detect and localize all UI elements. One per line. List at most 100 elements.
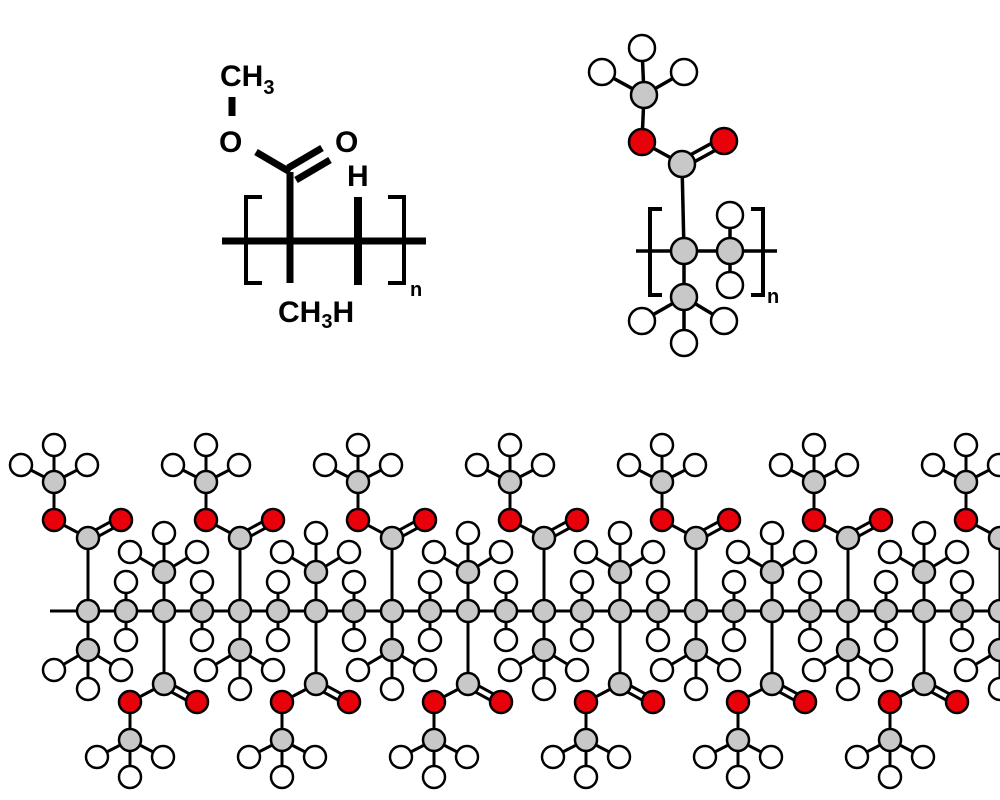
hydrogen-atom	[302, 744, 328, 770]
hydrogen-atom	[627, 306, 657, 336]
monomer-brackets	[648, 207, 765, 297]
hydrogen-atom	[645, 569, 671, 595]
carbon-atom	[497, 469, 523, 495]
hydrogen-atom	[184, 539, 210, 565]
carbon-atom	[455, 559, 481, 585]
hydrogen-atom	[834, 452, 860, 478]
hydrogen-atom	[986, 452, 1000, 478]
ball-and-stick-monomer: n	[587, 33, 779, 358]
carbon-atom	[151, 598, 177, 624]
hydrogen-atom	[683, 676, 709, 702]
monomer-repeat-subscript: n	[767, 286, 779, 308]
chain-atoms	[8, 432, 1000, 790]
hydrogen-atom	[41, 657, 67, 683]
hydrogen-atom	[573, 764, 599, 790]
carbonyl-double-bond-b	[294, 156, 332, 184]
skeletal-formula: CH3 O O H CH3H n	[219, 60, 426, 333]
hydrogen-atom	[944, 539, 970, 565]
hydrogen-atom	[759, 520, 785, 546]
hydrogen-atom	[721, 569, 747, 595]
hydrogen-atom	[797, 569, 823, 595]
hydrogen-atom	[669, 57, 699, 87]
oxygen-atom	[421, 689, 447, 715]
hydrogen-atom	[336, 539, 362, 565]
oxygen-atom	[792, 689, 818, 715]
monomer-atoms	[587, 33, 745, 358]
carbon-atom	[759, 598, 785, 624]
hydrogen-atom	[312, 452, 338, 478]
hydrogen-atom	[189, 569, 215, 595]
carbon-atom	[987, 637, 1000, 663]
hydrogen-atom	[417, 627, 443, 653]
hydrogen-atom	[379, 676, 405, 702]
carbon-atom	[683, 637, 709, 663]
hydrogen-atom	[949, 569, 975, 595]
hydrogen-atom	[84, 744, 110, 770]
bond	[680, 163, 686, 252]
hydrogen-atom	[606, 744, 632, 770]
hydrogen-atom	[920, 452, 946, 478]
hydrogen-atom	[616, 452, 642, 478]
carbon-atom	[721, 598, 747, 624]
oxygen-atom	[41, 507, 67, 533]
monomer-left-bracket	[648, 207, 662, 297]
hydrogen-atom	[488, 539, 514, 565]
monomer-right-bracket	[751, 207, 765, 297]
right-bracket	[388, 195, 406, 285]
oxygen-atom	[649, 507, 675, 533]
carbon-atom	[531, 525, 557, 551]
carbon-atom	[379, 637, 405, 663]
carbon-atom	[189, 598, 215, 624]
hydrogen-top-label: H	[347, 160, 369, 193]
hydrogen-atom	[113, 627, 139, 653]
oxygen-atom	[640, 689, 666, 715]
carbonyl-oxygen-label: O	[335, 126, 358, 159]
carbon-atom	[303, 598, 329, 624]
hydrogen-atom	[388, 744, 414, 770]
hydrogen-atom	[627, 33, 657, 63]
hydrogen-atom	[682, 452, 708, 478]
carbon-atom	[873, 598, 899, 624]
hydrogen-atom	[873, 627, 899, 653]
carbon-atom	[531, 637, 557, 663]
hydrogen-atom	[758, 744, 784, 770]
ester-oxygen-label: O	[219, 126, 242, 159]
hydrogen-atom	[341, 569, 367, 595]
hydrogen-atom	[715, 270, 745, 300]
carbon-atom	[911, 671, 937, 697]
oxygen-atom	[709, 126, 739, 156]
hydrogen-atom	[150, 744, 176, 770]
carbon-atom	[725, 727, 751, 753]
hydrogen-atom	[640, 539, 666, 565]
carbon-atom	[629, 80, 659, 110]
polymer-chain	[8, 432, 1000, 790]
carbon-atom	[227, 598, 253, 624]
carbon-atom	[117, 727, 143, 753]
hydrogen-atom	[417, 569, 443, 595]
skeletal-bonds	[222, 97, 426, 285]
carbon-atom	[607, 598, 633, 624]
oxygen-atom	[953, 507, 979, 533]
carbon-atom	[151, 559, 177, 585]
hydrogen-atom	[74, 452, 100, 478]
hydrogen-atom	[911, 520, 937, 546]
carbon-atom	[151, 671, 177, 697]
hydrogen-atom	[949, 627, 975, 653]
methyl-bottom-label: CH3H	[278, 296, 354, 333]
hydrogen-atom	[715, 200, 745, 230]
oxygen-atom	[877, 689, 903, 715]
hydrogen-atom	[868, 657, 894, 683]
carbon-atom	[341, 598, 367, 624]
hydrogen-atom	[108, 657, 134, 683]
hydrogen-atom	[378, 452, 404, 478]
hydrogen-atom	[236, 744, 262, 770]
carbon-atom	[75, 637, 101, 663]
carbon-atom	[193, 469, 219, 495]
hydrogen-atom	[412, 657, 438, 683]
carbon-atom	[953, 469, 979, 495]
hydrogen-atom	[607, 520, 633, 546]
hydrogen-atom	[953, 432, 979, 458]
skeletal-repeat-subscript: n	[410, 279, 422, 301]
hydrogen-atom	[160, 452, 186, 478]
